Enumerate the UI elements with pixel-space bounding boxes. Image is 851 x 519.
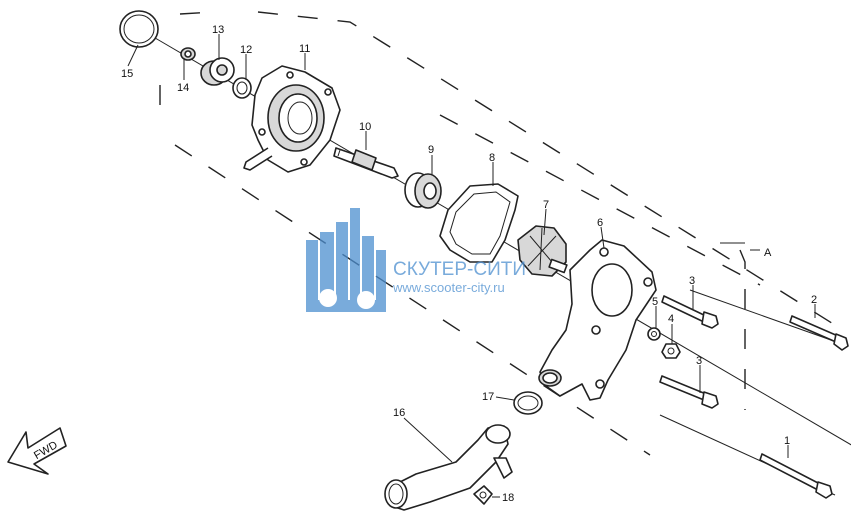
callout-12: 12 [240,44,252,56]
part-2-long-bolt [789,315,849,351]
part-5-washer [647,327,661,341]
watermark-title: СКУТЕР-СИТИ [393,259,526,280]
part-12-seal [232,77,252,99]
part-7-impeller [517,225,568,277]
callout-numbers: 1 2 3 3 4 5 6 7 8 9 10 11 12 13 14 15 16… [121,24,817,504]
part-10-shaft [333,147,399,179]
callout-10: 10 [359,121,371,133]
callout-8: 8 [489,152,495,164]
watermark-url: www.scooter-city.ru [392,280,505,295]
part-18-nipple [473,485,493,505]
callout-3-upper: 3 [689,275,695,287]
callout-14: 14 [177,82,189,94]
callout-17: 17 [482,391,494,403]
leader-lines [127,34,816,498]
callout-13: 13 [212,24,224,36]
callout-6: 6 [597,217,603,229]
watermark: СКУТЕР-СИТИ www.scooter-city.ru [306,208,526,312]
callout-11: 11 [299,43,310,55]
part-15-o-ring [119,10,159,48]
callout-2: 2 [811,294,817,306]
callout-7: 7 [543,199,549,211]
callout-18: 18 [502,492,514,504]
section-marker-label: A [764,247,772,259]
callout-4: 4 [668,313,674,325]
section-marker: A [720,242,772,259]
part-3-bolt-lower [659,375,719,409]
part-4-drain-bolt [661,343,681,359]
callout-9: 9 [428,144,434,156]
callout-16: 16 [393,407,405,419]
callout-5: 5 [652,296,658,308]
fwd-arrow: FWD [7,427,67,475]
part-1-long-bolt [759,453,833,499]
part-17-o-ring [513,391,543,415]
part-6-pump-body [538,239,657,401]
callout-15: 15 [121,68,133,80]
part-8-gasket [439,183,519,263]
part-9-mechanical-seal [404,172,442,209]
dashed-guide-outline [159,11,836,456]
part-13-bearing [200,57,235,86]
part-14-washer [180,47,196,61]
part-16-coolant-pipe [384,424,513,511]
part-11-pump-cover [243,65,341,173]
callout-1: 1 [784,435,790,447]
watermark-city-logo-icon [306,208,386,312]
part-3-bolt-upper [661,295,719,329]
callout-3-lower: 3 [696,355,702,367]
